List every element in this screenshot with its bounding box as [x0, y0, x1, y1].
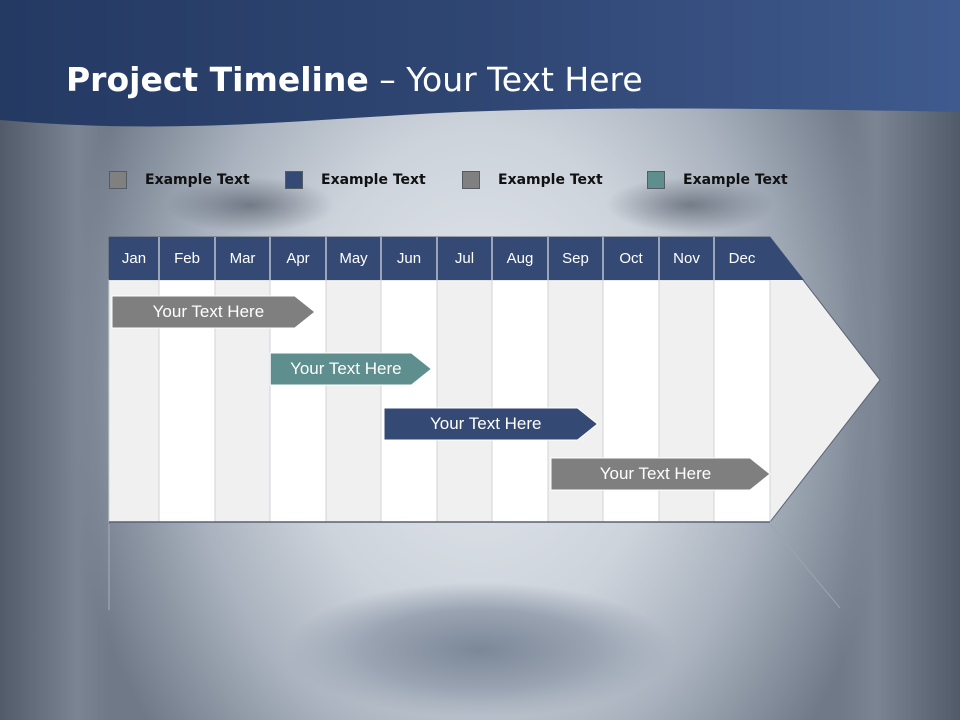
page-title: Project Timeline – Your Text Here [66, 60, 643, 99]
background-hair-left [0, 100, 110, 720]
month-label: Oct [619, 250, 643, 267]
task-label: Your Text Here [599, 464, 712, 483]
task-arrow [269, 352, 433, 386]
task-arrow [550, 457, 771, 491]
legend-swatch [462, 171, 480, 189]
legend-swatch [647, 171, 665, 189]
month-column [436, 279, 493, 523]
month-column [491, 279, 549, 523]
legend-item: Example Text [462, 170, 603, 190]
background-hair-right [840, 100, 960, 720]
month-column [325, 279, 382, 523]
month-label: May [339, 250, 368, 267]
task-label: Your Text Here [290, 359, 402, 378]
month-label: Dec [728, 250, 756, 267]
task-arrow [111, 295, 316, 329]
legend-swatch [109, 171, 127, 189]
legend-label: Example Text [145, 172, 250, 188]
month-label: Jan [121, 250, 147, 267]
task-label: Your Text Here [152, 302, 265, 321]
month-label: Mar [229, 250, 256, 267]
month-label: Sep [562, 250, 589, 267]
month-column [380, 279, 438, 523]
month-label: Nov [673, 250, 700, 267]
task-label: Your Text Here [429, 414, 542, 433]
title-bold: Project Timeline [66, 60, 369, 99]
title-rest: – Your Text Here [368, 60, 643, 99]
month-label: Aug [506, 250, 534, 267]
header-banner [0, 0, 960, 127]
legend-label: Example Text [321, 172, 426, 188]
month-label: Feb [174, 250, 200, 267]
month-label: Jun [396, 250, 422, 267]
legend-swatch [285, 171, 303, 189]
month-header-strip [109, 237, 804, 280]
legend-item: Example Text [647, 170, 788, 190]
month-label: Jul [454, 250, 475, 267]
legend-item: Example Text [285, 170, 426, 190]
arrow-reflection-line [769, 523, 841, 609]
legend-label: Example Text [498, 172, 603, 188]
legend-item: Example Text [109, 170, 250, 190]
month-label: Apr [286, 250, 310, 267]
task-arrow [383, 407, 599, 441]
legend-label: Example Text [683, 172, 788, 188]
